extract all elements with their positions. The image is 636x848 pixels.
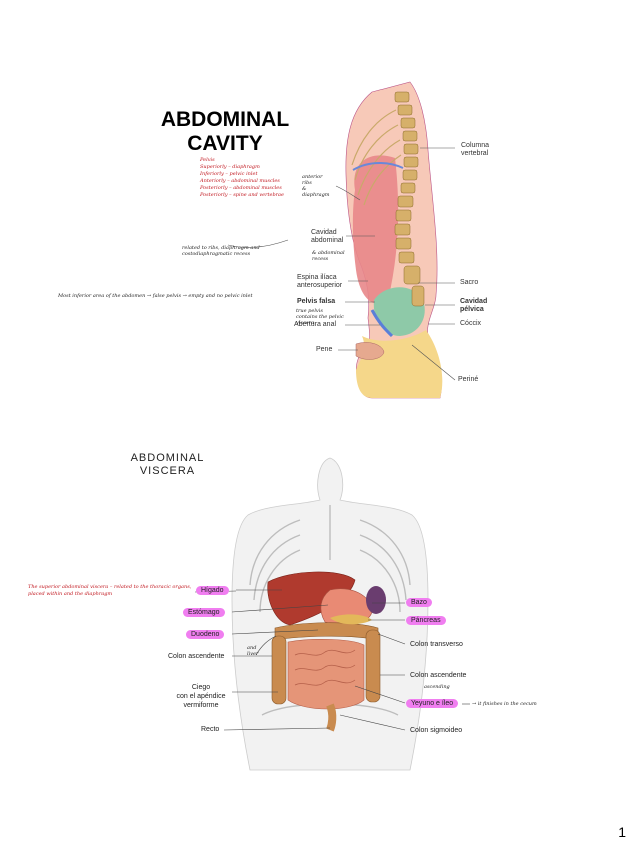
label-line: Ciego xyxy=(170,683,232,692)
label-ciego: Ciego con el apéndice vermiforme xyxy=(170,683,232,710)
label-pancreas: Páncreas xyxy=(406,616,446,625)
red-handwritten-note-viscera: The superior abdominal viscera – related… xyxy=(28,584,198,598)
label-columna-vertebral: Columna vertebral xyxy=(461,142,489,158)
label-colon-ascendente-left: Colon ascendente xyxy=(168,652,224,661)
label-cavidad-pelvica: Cavidad pélvica xyxy=(460,298,487,314)
label-bazo: Bazo xyxy=(406,598,432,607)
label-colon-transverso: Colon transverso xyxy=(410,640,463,649)
label-line: Cavidad xyxy=(311,229,343,237)
label-line: Columna xyxy=(461,142,489,150)
label-recto: Recto xyxy=(201,725,219,734)
label-line: anterosuperior xyxy=(297,282,342,290)
label-colon-ascendente-right: Colon ascendente xyxy=(410,671,466,680)
slide2-title-line2: VISCERA xyxy=(110,465,225,478)
label-cavidad-abdominal: Cavidad abdominal xyxy=(311,229,343,245)
label-estomago: Estómago xyxy=(183,608,225,617)
torso-illustration xyxy=(195,458,470,770)
label-pene: Pene xyxy=(316,346,332,354)
label-colon-sigmoideo: Colon sigmoideo xyxy=(410,726,462,735)
handwritten-note-liver: and liver xyxy=(247,645,269,657)
label-duodeno: Duodeno xyxy=(186,630,224,639)
slide2-title-line1: ABDOMINAL xyxy=(110,452,225,465)
label-higado: Hígado xyxy=(196,586,229,595)
page-number: 1 xyxy=(618,824,626,840)
label-abertura-anal: Abertura anal xyxy=(294,321,336,329)
highlighted-label: Bazo xyxy=(406,598,432,607)
small-intestine-shape xyxy=(288,639,364,709)
highlighted-label: Yeyuno e íleo xyxy=(406,699,458,708)
label-line: abdominal xyxy=(311,237,343,245)
highlighted-label: Páncreas xyxy=(406,616,446,625)
highlighted-label: Hígado xyxy=(196,586,229,595)
label-line: vermiforme xyxy=(170,701,232,710)
abdominal-cavity-region xyxy=(353,155,398,303)
label-line: Espina ilíaca xyxy=(297,274,342,282)
label-sacro: Sacro xyxy=(460,279,478,287)
label-espina-iliaca: Espina ilíaca anterosuperior xyxy=(297,274,342,290)
label-pelvis-falsa: Pelvis falsa xyxy=(297,298,335,306)
label-line: Cavidad xyxy=(460,298,487,306)
slide2-title: ABDOMINAL VISCERA xyxy=(110,452,225,478)
highlighted-label: Estómago xyxy=(183,608,225,617)
handwritten-note-ascending: ascending xyxy=(424,684,464,690)
label-line: con el apéndice xyxy=(170,692,232,701)
label-line: vertebral xyxy=(461,150,489,158)
label-coccix: Cóccix xyxy=(460,320,481,328)
note-line: liver xyxy=(247,651,269,657)
highlighted-label: Duodeno xyxy=(186,630,224,639)
label-line: pélvica xyxy=(460,306,487,314)
handwritten-note-cecum: → it finishes in the cecum xyxy=(472,701,562,707)
label-yeyuno-ileo: Yeyuno e íleo xyxy=(406,699,458,708)
label-perine: Periné xyxy=(458,376,478,384)
